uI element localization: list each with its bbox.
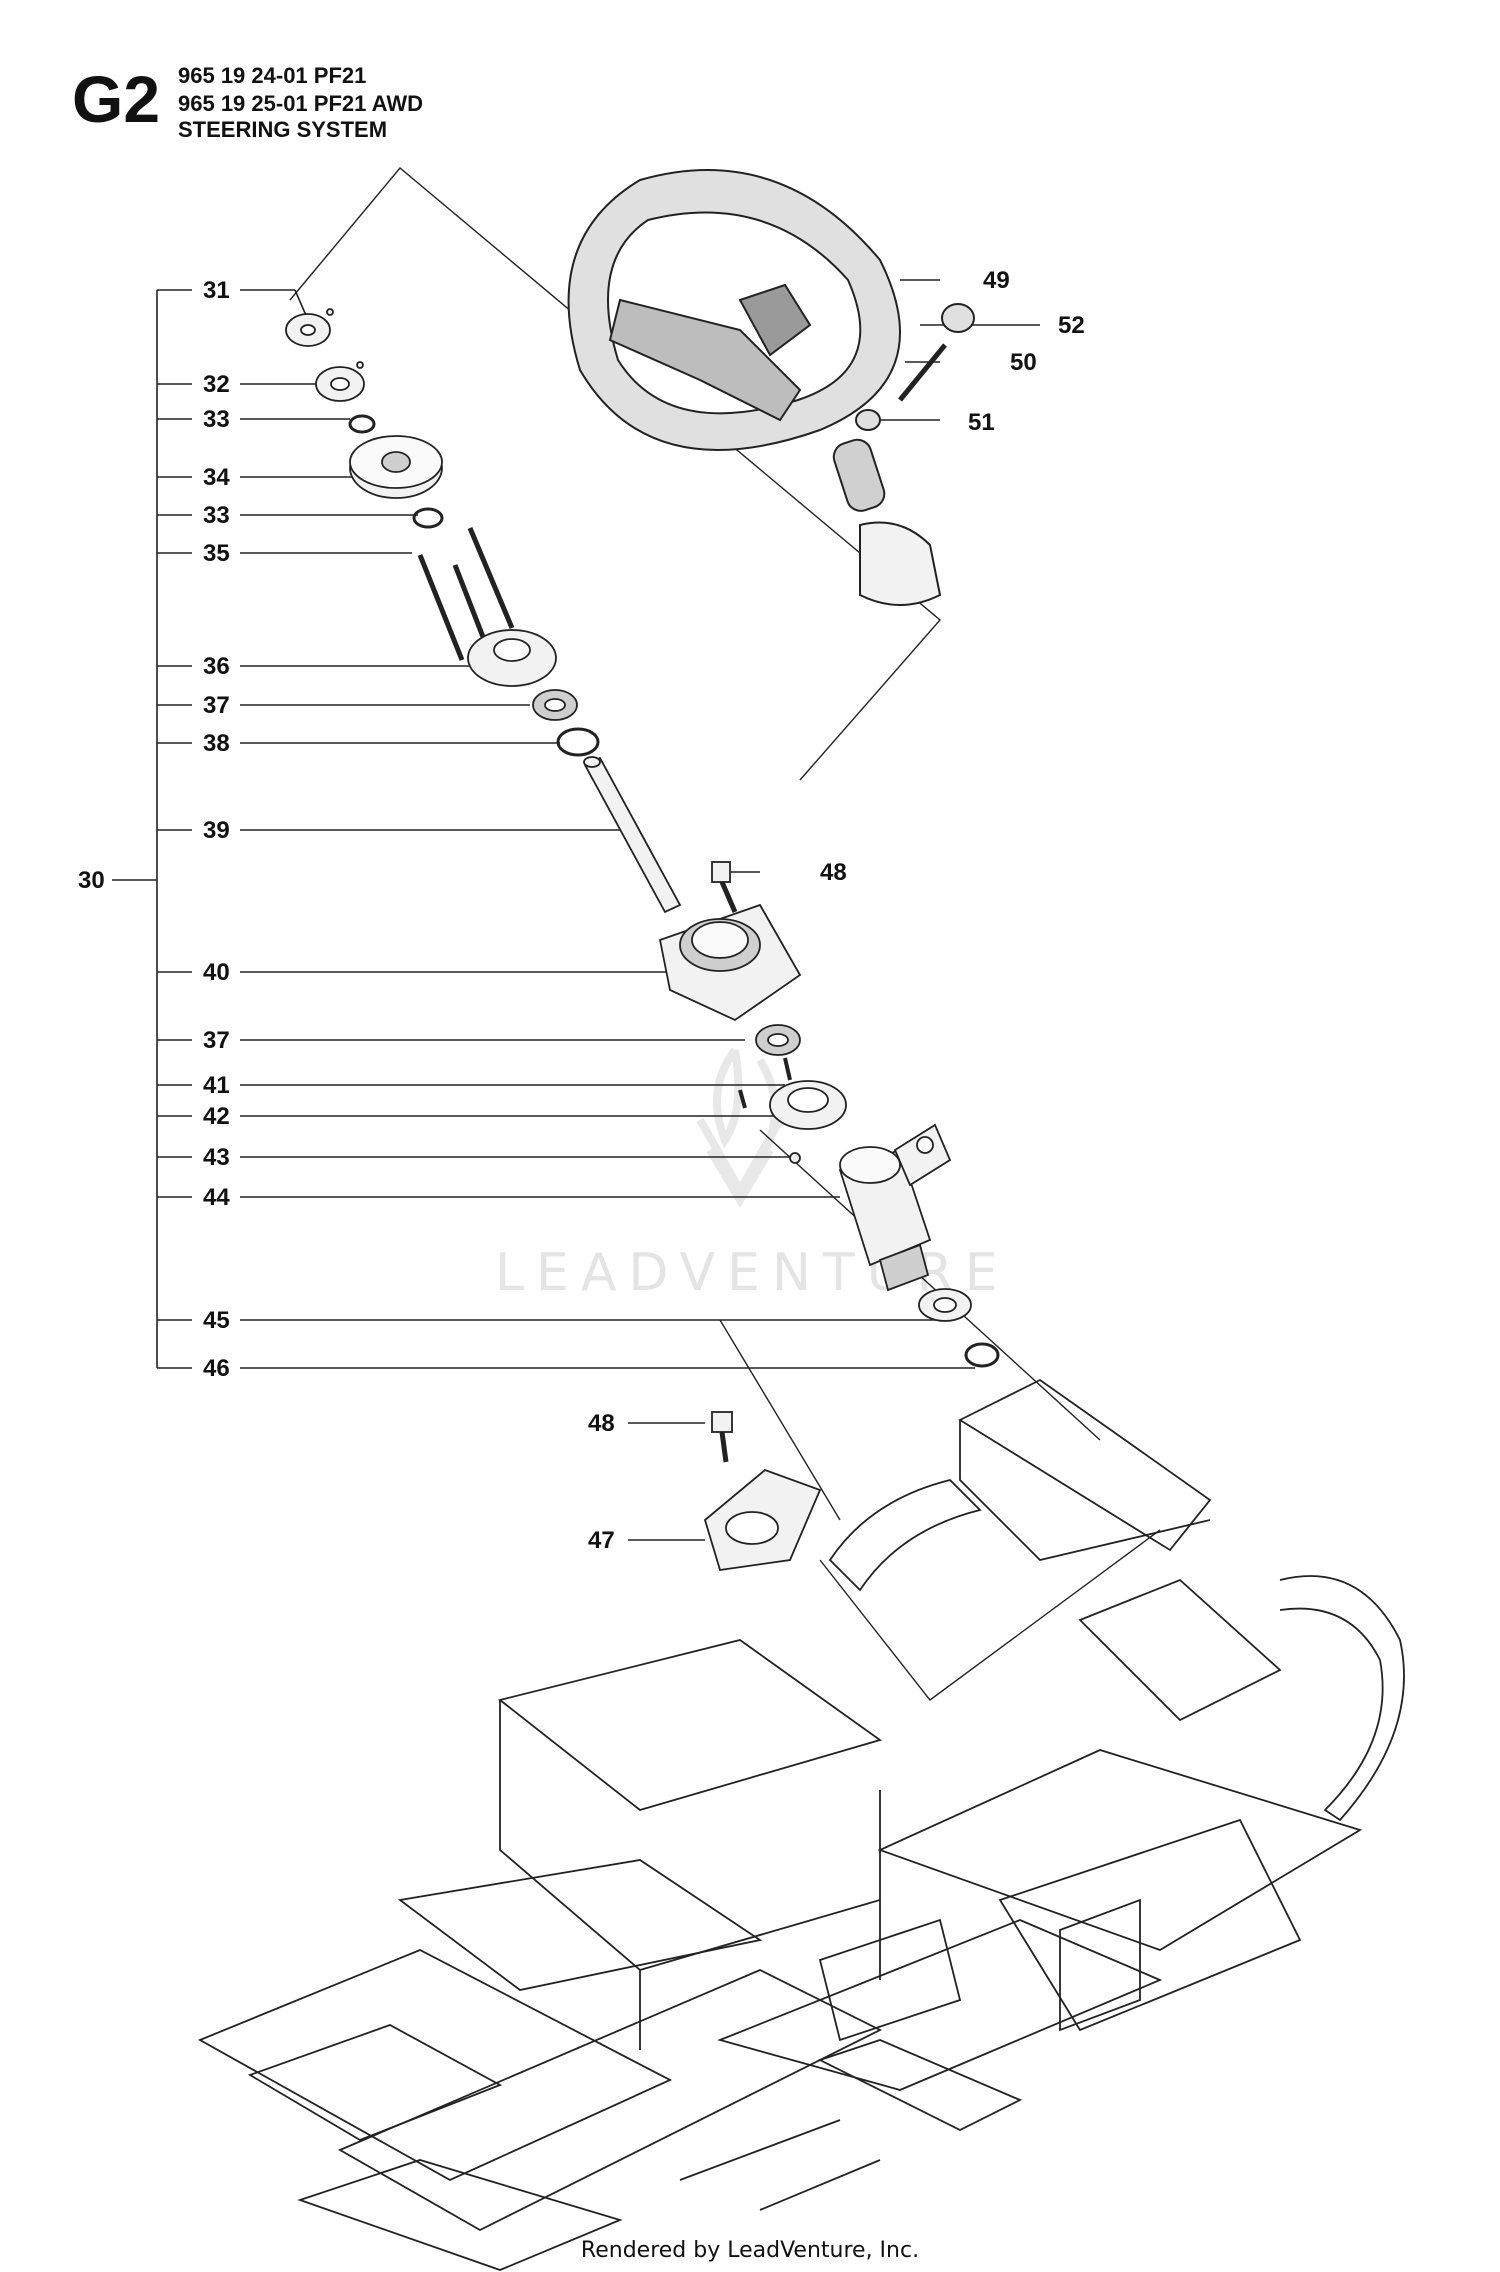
callout-34: 34 (203, 464, 230, 491)
part-31-collar (285, 308, 334, 347)
callout-labels: 30 31 32 33 34 33 35 36 37 38 39 40 37 4… (78, 267, 1085, 1554)
part-37-bearing-upper (532, 689, 578, 721)
callout-39: 39 (203, 817, 230, 844)
callout-31: 31 (203, 277, 230, 304)
part-51-nut (855, 409, 881, 431)
callout-48-lower: 48 (588, 1410, 615, 1437)
callout-30: 30 (78, 867, 105, 894)
part-48-bolt-upper (711, 861, 738, 913)
callout-49: 49 (983, 267, 1010, 294)
tractor-frame (197, 1378, 1405, 2271)
callout-38: 38 (203, 730, 230, 757)
part-34-cover (349, 435, 443, 499)
callout-41: 41 (203, 1072, 230, 1099)
part-47-bracket (703, 1468, 822, 1572)
callout-42: 42 (203, 1103, 230, 1130)
callout-51: 51 (968, 409, 995, 436)
part-46-snap-ring (964, 1342, 1000, 1368)
steering-column-parts (285, 308, 1000, 1572)
callout-47: 47 (588, 1527, 615, 1554)
part-36-flange (467, 629, 557, 687)
callout-50: 50 (1010, 349, 1037, 376)
section-code: G2 (72, 62, 161, 136)
callout-48-upper: 48 (820, 859, 847, 886)
part-41-screw (738, 1057, 792, 1109)
part-45-washer (918, 1288, 972, 1322)
callout-44: 44 (203, 1184, 230, 1211)
steering-wheel-49 (567, 169, 942, 606)
callout-46: 46 (203, 1355, 230, 1382)
part-33-ring-lower (412, 507, 444, 529)
part-38-snap-ring (556, 727, 600, 757)
part-39-shaft (583, 756, 682, 914)
callout-40: 40 (203, 959, 230, 986)
part-32-collar (315, 361, 365, 402)
callout-37-lower: 37 (203, 1027, 230, 1054)
model-number-1: 965 19 24-01 PF21 (178, 63, 367, 88)
part-52-cap (941, 303, 975, 333)
part-42-adapter (769, 1080, 847, 1130)
callout-45: 45 (203, 1307, 230, 1334)
part-50-screw (898, 343, 947, 402)
part-40-housing (658, 903, 802, 1022)
footer-credit: Rendered by LeadVenture, Inc. (580, 2238, 920, 2263)
callout-33-upper: 33 (203, 406, 230, 433)
diagram-title: STEERING SYSTEM (178, 117, 388, 142)
part-43-pin (789, 1152, 801, 1164)
callout-36: 36 (203, 653, 230, 680)
callout-bracket (112, 279, 1040, 1541)
model-number-2: 965 19 25-01 PF21 AWD (178, 91, 423, 116)
part-37-bearing-lower (755, 1024, 801, 1056)
callout-35: 35 (203, 540, 230, 567)
watermark: LEADVENTURE (495, 1047, 998, 1303)
part-48-bolt-lower (711, 1411, 733, 1463)
callout-37-upper: 37 (203, 692, 230, 719)
callout-33-lower: 33 (203, 502, 230, 529)
callout-32: 32 (203, 371, 230, 398)
callout-43: 43 (203, 1144, 230, 1171)
part-33-ring-upper (348, 414, 376, 434)
callout-52: 52 (1058, 312, 1085, 339)
part-44-bracket (893, 1123, 952, 1187)
